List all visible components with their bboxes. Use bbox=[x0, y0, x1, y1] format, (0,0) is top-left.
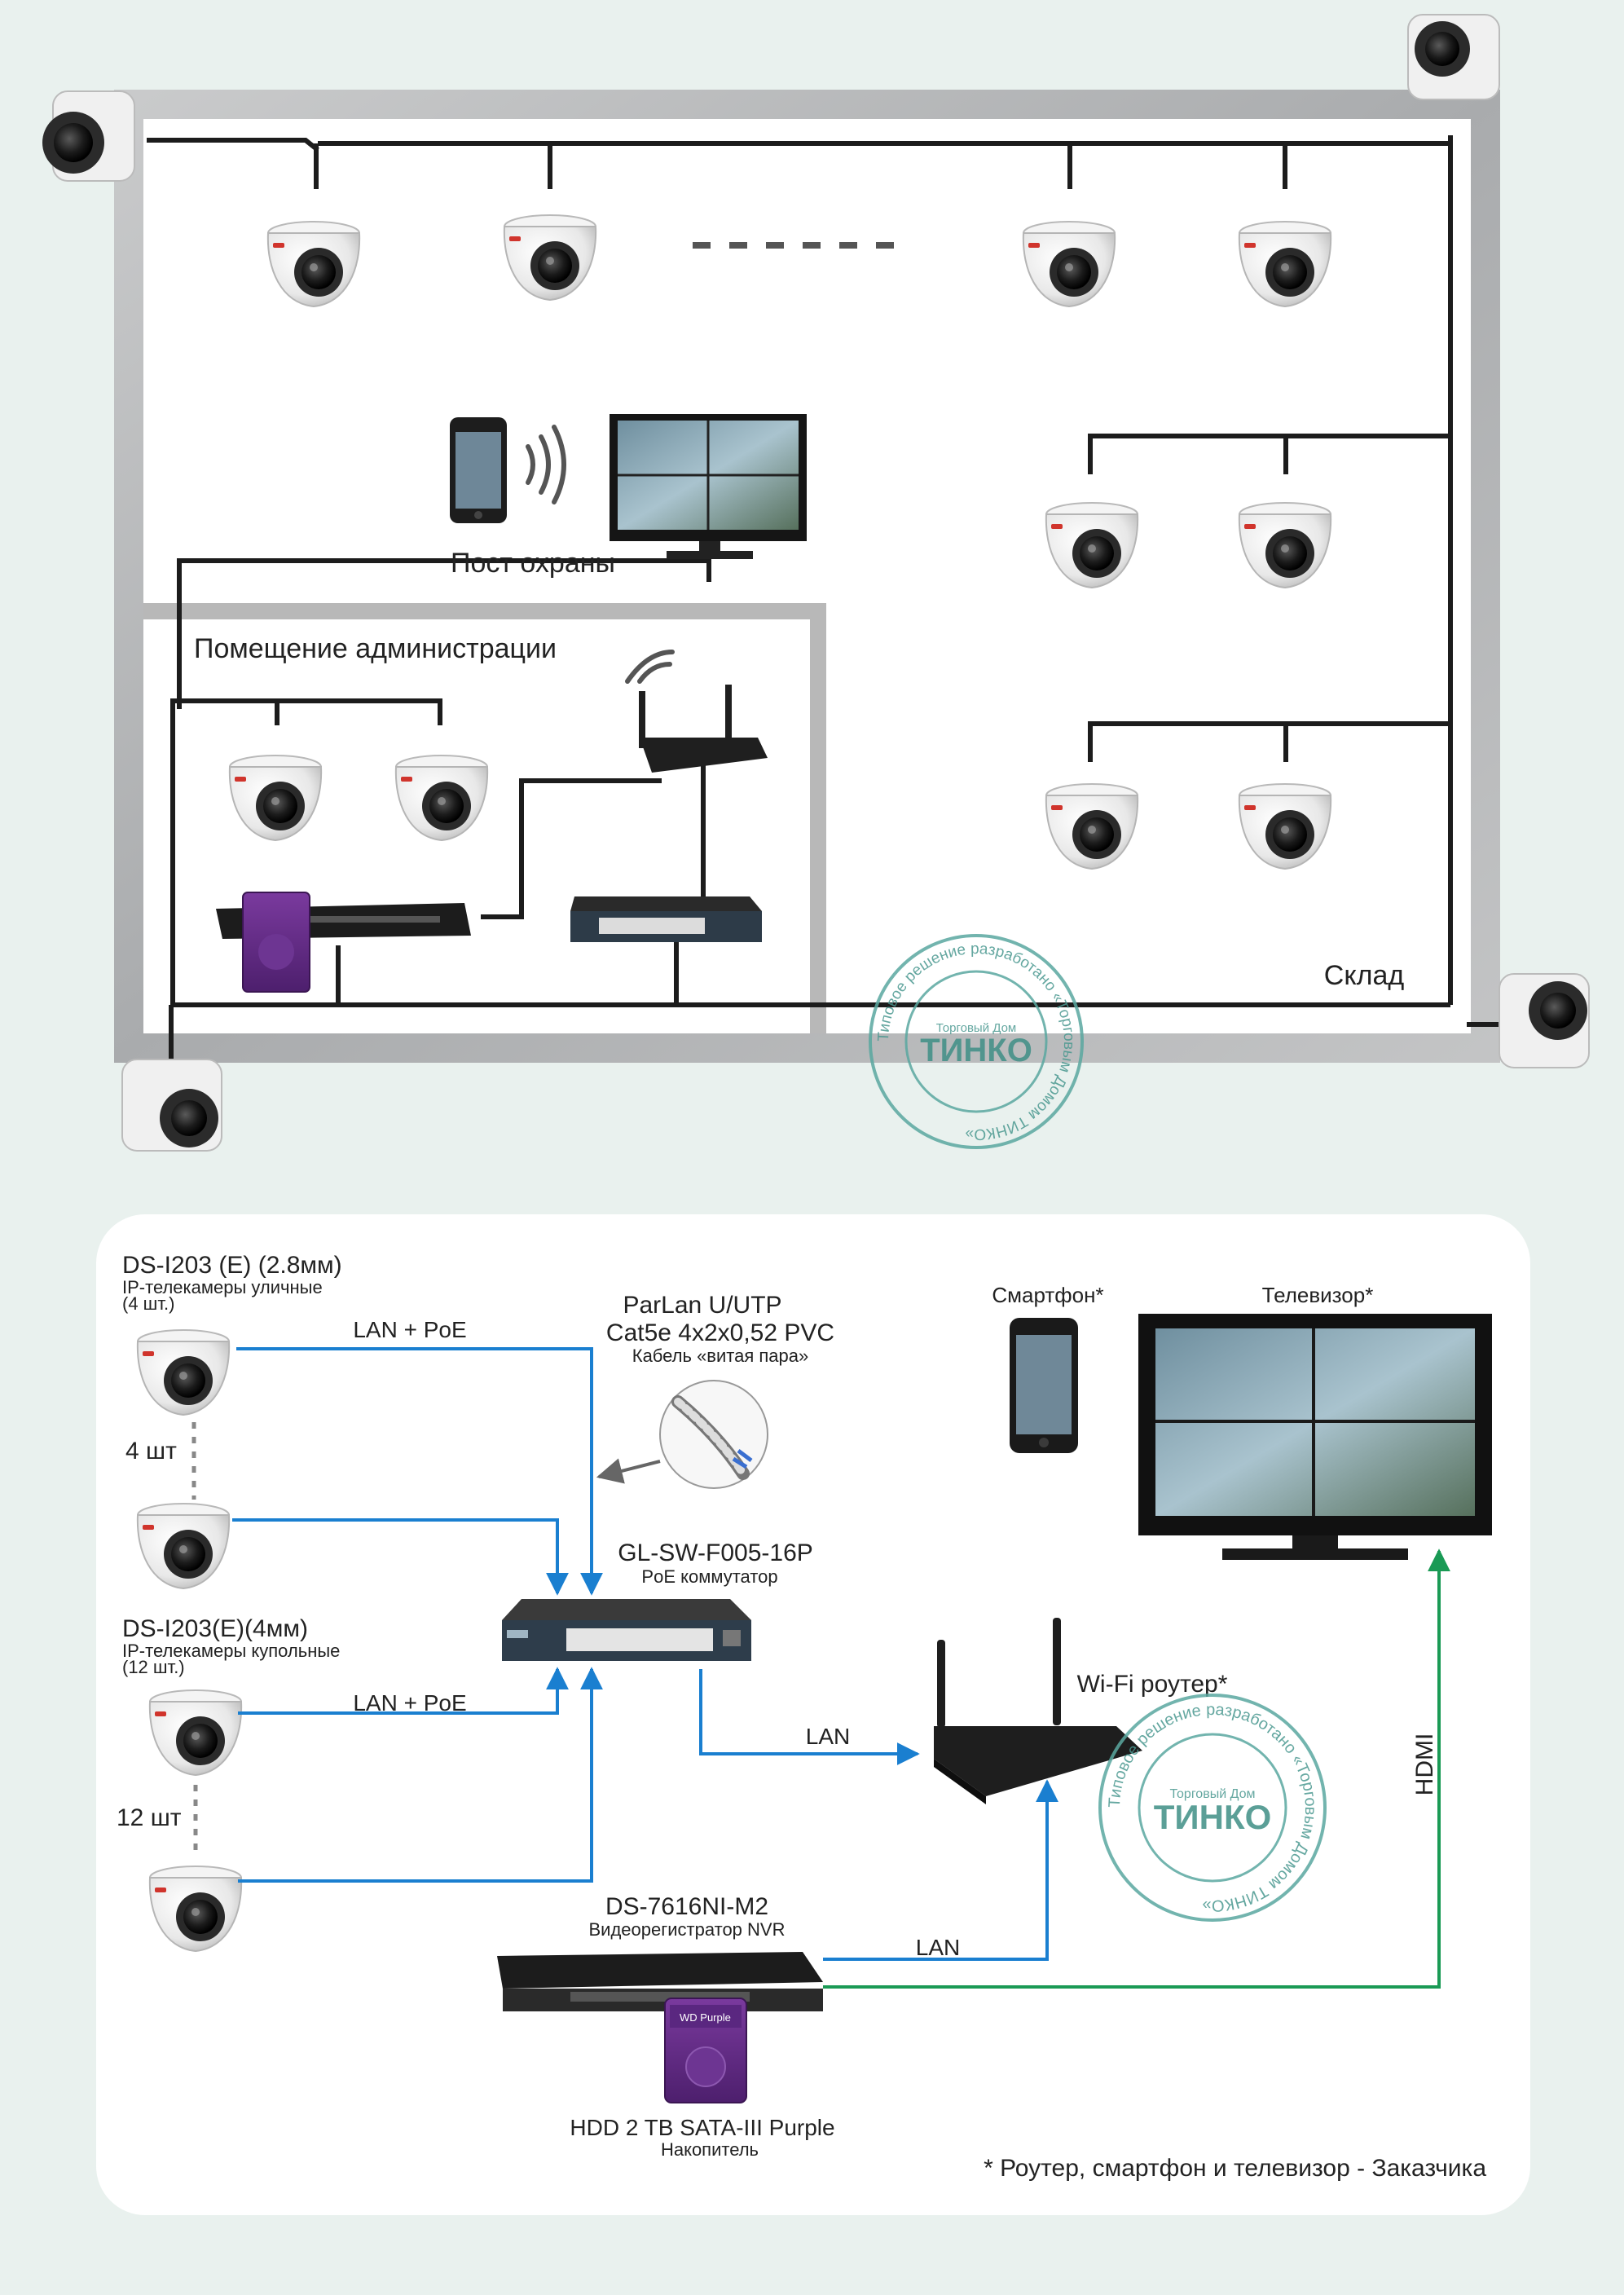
router-label: Wi-Fi роутер* bbox=[1077, 1671, 1228, 1698]
wifi-router-icon bbox=[934, 1618, 1142, 1804]
cable-icon bbox=[659, 1380, 768, 1489]
dome-cam-count: 12 шт bbox=[117, 1804, 182, 1831]
switch-model: GL-SW-F005-16P bbox=[618, 1540, 813, 1566]
outdoor-camera bbox=[42, 90, 135, 182]
hdd-icon bbox=[242, 892, 310, 993]
stamp-brand: ТИНКО bbox=[920, 1033, 1032, 1068]
cable-runs bbox=[147, 135, 1514, 1069]
dome-cam-qty: (12 шт.) bbox=[122, 1657, 185, 1677]
outdoor-camera bbox=[1407, 14, 1500, 100]
stamp-brand: ТИНКО bbox=[1154, 1798, 1271, 1836]
monitor-icon bbox=[610, 414, 807, 559]
outdoor-camera bbox=[1499, 973, 1590, 1068]
outer-wall bbox=[114, 90, 1500, 1063]
cable-name: ParLan U/UTP bbox=[623, 1292, 781, 1319]
outdoor-cam-model: DS-I203 (E) (2.8мм) bbox=[122, 1252, 342, 1279]
hdd-brand: WD Purple bbox=[680, 2011, 731, 2024]
hdmi-line bbox=[823, 1548, 1450, 1989]
lan-poe-label: LAN + PoE bbox=[353, 1690, 466, 1716]
wifi-waves-icon bbox=[526, 425, 566, 504]
ellipsis-dashes bbox=[693, 242, 894, 249]
router-icon bbox=[625, 650, 768, 773]
lan-label: LAN bbox=[916, 1935, 960, 1960]
hdd-model: HDD 2 TB SATA-III Purple bbox=[570, 2115, 834, 2140]
dome-cam-model: DS-I203(E)(4мм) bbox=[122, 1615, 308, 1642]
hdmi-label: HDMI bbox=[1411, 1733, 1438, 1796]
outdoor-cam-count: 4 шт bbox=[125, 1438, 177, 1465]
cable-pointer bbox=[596, 1458, 661, 1484]
floor-plan: Пост охраны Помещение администрации Скла… bbox=[42, 14, 1590, 1152]
tv-icon bbox=[1138, 1314, 1492, 1560]
smartphone-label: Смартфон* bbox=[992, 1283, 1103, 1307]
switch-desc: PoE коммутатор bbox=[641, 1566, 777, 1587]
lan-lines bbox=[232, 1347, 1058, 1961]
nvr-icon bbox=[497, 1952, 823, 2011]
admin-room-wall bbox=[143, 603, 826, 1033]
cable-type: Кабель «витая пара» bbox=[632, 1346, 808, 1366]
hdd-desc: Накопитель bbox=[661, 2139, 759, 2160]
admin-room-label: Помещение администрации bbox=[194, 633, 557, 664]
tv-label: Телевизор* bbox=[1262, 1283, 1374, 1307]
footnote: * Роутер, смартфон и телевизор - Заказчи… bbox=[984, 2155, 1486, 2182]
switch-icon bbox=[570, 896, 762, 942]
hdd-icon: WD Purple bbox=[664, 1998, 747, 2103]
outdoor-cam-desc: IP-телекамеры уличные bbox=[122, 1277, 323, 1297]
nvr-model: DS-7616NI-M2 bbox=[605, 1893, 768, 1920]
smartphone-icon bbox=[1010, 1318, 1078, 1453]
stamp-brand-small: Торговый Дом bbox=[1170, 1787, 1256, 1801]
guard-post-label: Пост охраны bbox=[451, 548, 615, 579]
lan-label: LAN bbox=[806, 1724, 850, 1749]
nvr-desc: Видеорегистратор NVR bbox=[589, 1919, 786, 1940]
cable-spec: Cat5e 4x2x0,52 PVC bbox=[606, 1319, 834, 1346]
dome-cam-desc: IP-телекамеры купольные bbox=[122, 1641, 340, 1661]
outdoor-cam-qty: (4 шт.) bbox=[122, 1293, 174, 1314]
lan-poe-label: LAN + PoE bbox=[353, 1317, 466, 1342]
smartphone-icon bbox=[450, 417, 507, 523]
warehouse-label: Склад bbox=[1324, 960, 1405, 991]
scheme-panel: DS-I203 (E) (2.8мм) IP-телекамеры уличны… bbox=[96, 1214, 1530, 2215]
stamp-brand-small: Торговый Дом bbox=[936, 1021, 1016, 1035]
outdoor-camera bbox=[121, 1059, 222, 1152]
poe-switch-icon bbox=[502, 1599, 751, 1661]
